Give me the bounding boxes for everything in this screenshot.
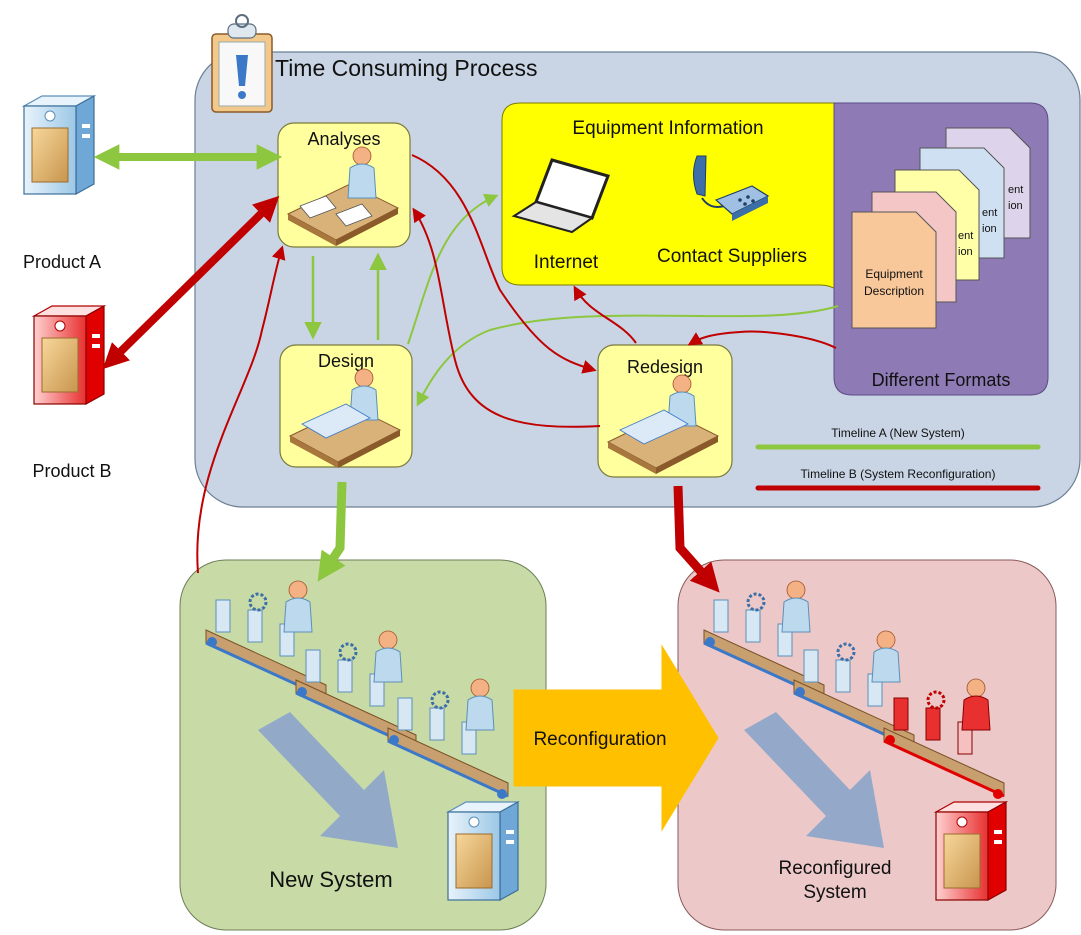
clipboard-alert-icon	[211, 14, 273, 113]
design-label: Design	[318, 351, 374, 371]
equipment-info-title: Equipment Information	[572, 118, 763, 139]
reconfigured-flow-arrow	[744, 712, 884, 848]
reconfiguration-label: Reconfiguration	[533, 729, 666, 750]
doc-fragment-1: ent	[1008, 184, 1023, 196]
formats-title: Different Formats	[872, 370, 1011, 390]
phone-icon	[693, 155, 770, 221]
doc-fragment-4: ion	[982, 223, 997, 235]
analyses-label: Analyses	[307, 129, 380, 149]
redesign-step: Redesign	[597, 344, 733, 478]
document-stack: ent ion ent ion ent ion Equipment Descri…	[851, 127, 1031, 329]
doc-fragment-2: ion	[1008, 200, 1023, 212]
new-system-label: New System	[269, 867, 392, 892]
reconfigured-label-line2: System	[803, 882, 866, 903]
design-step: Design	[279, 344, 413, 468]
new-system-product-icon	[447, 801, 519, 901]
reconfigured-label-line1: Reconfigured	[778, 858, 891, 879]
redesign-label: Redesign	[627, 357, 703, 377]
doc-fragment-6: ion	[958, 246, 973, 258]
doc-title-line1: Equipment	[865, 267, 923, 281]
doc-title-line2: Description	[864, 284, 924, 298]
timeline-a-connectors	[93, 144, 839, 582]
new-system-flow-arrow	[258, 712, 398, 848]
process-title: Time Consuming Process	[275, 55, 537, 81]
contact-suppliers-label: Contact Suppliers	[657, 246, 807, 267]
product-b-box-icon	[33, 305, 105, 405]
reconfigured-product-icon	[935, 801, 1007, 901]
laptop-icon	[511, 158, 610, 234]
product-b-label: Product B	[32, 461, 111, 481]
product-a-box-icon	[23, 95, 95, 195]
doc-fragment-5: ent	[958, 230, 973, 242]
timeline-b-label: Timeline B (System Reconfiguration)	[801, 467, 996, 481]
timeline-a-label: Timeline A (New System)	[831, 426, 965, 440]
internet-label: Internet	[534, 252, 599, 273]
analyses-step: Analyses	[277, 122, 411, 248]
reconfiguration-arrow: Reconfiguration	[513, 644, 719, 832]
timeline-b-connectors	[102, 154, 837, 593]
product-a-label: Product A	[23, 252, 101, 272]
timeline-legend: Timeline A (New System) Timeline B (Syst…	[755, 426, 1041, 491]
doc-fragment-3: ent	[982, 207, 997, 219]
